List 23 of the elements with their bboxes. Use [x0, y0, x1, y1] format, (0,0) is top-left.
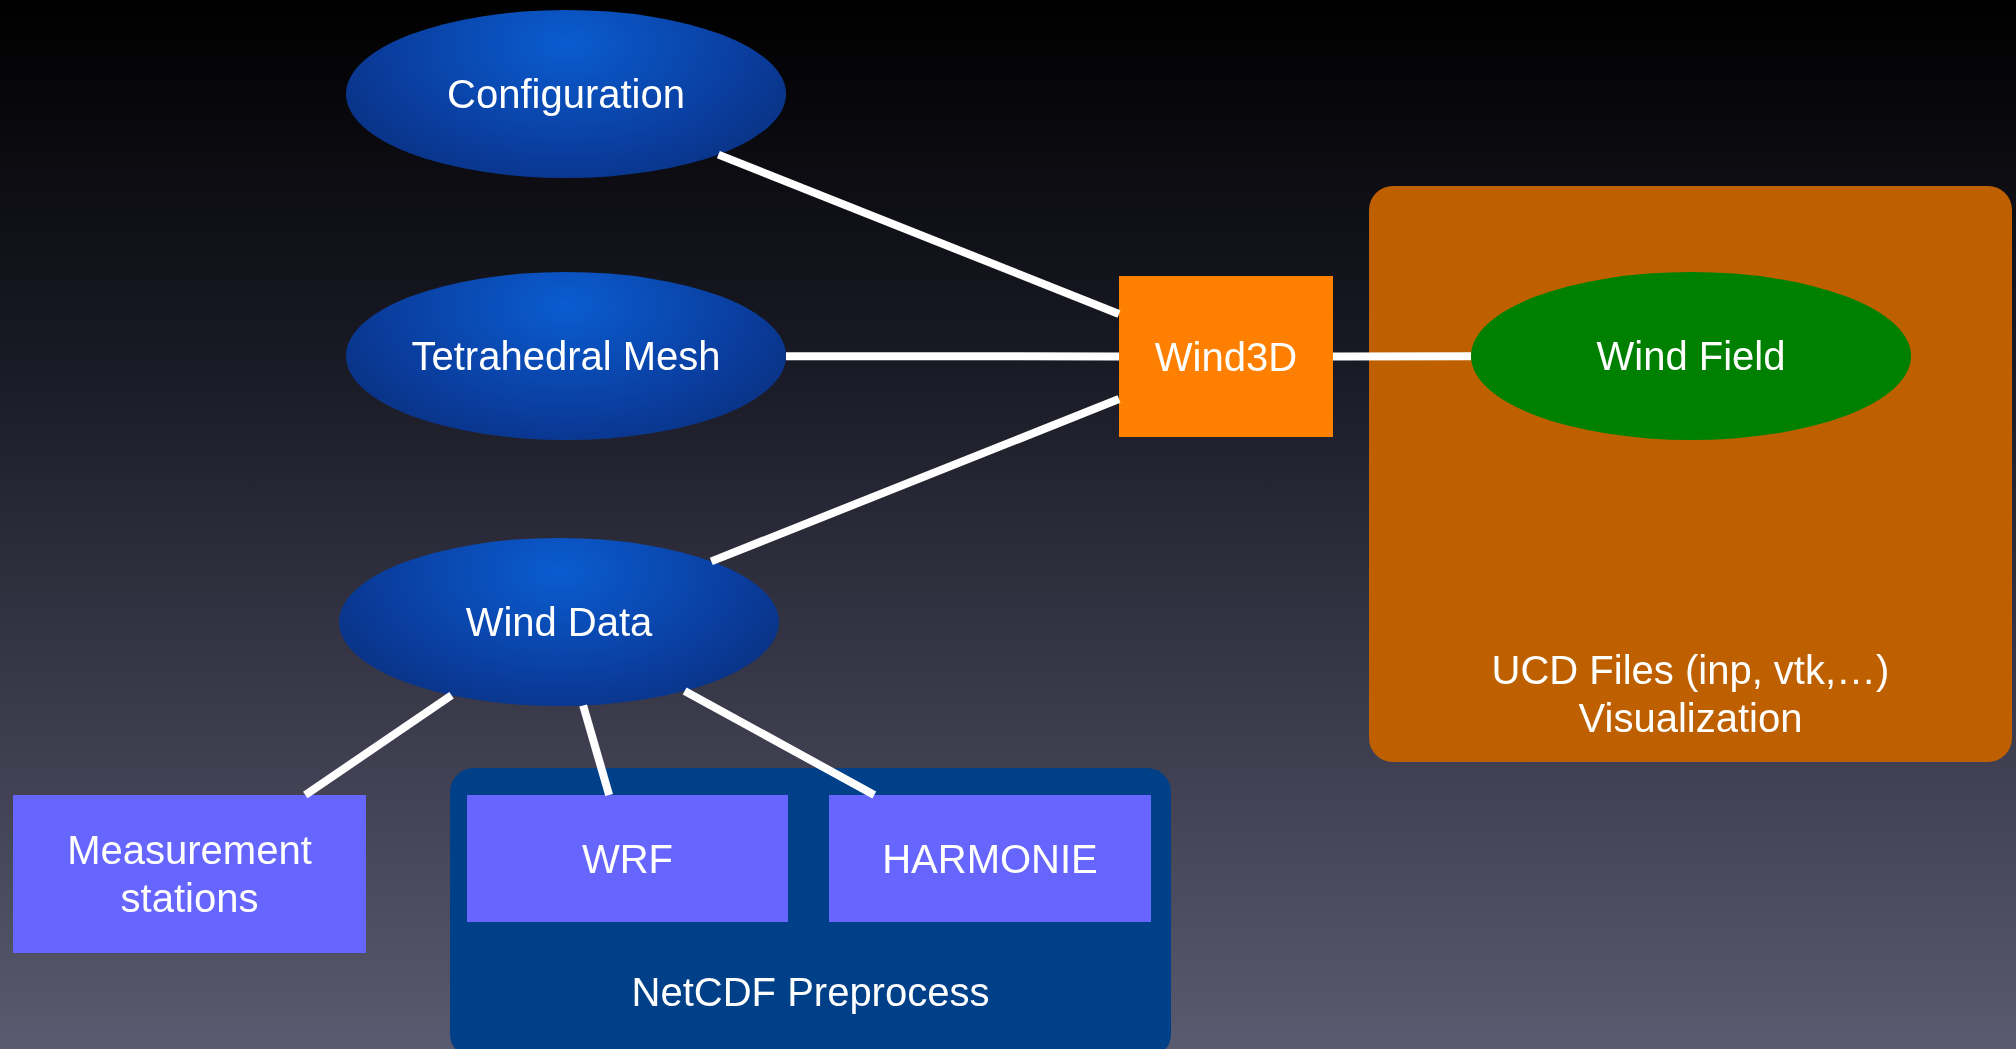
connector-line — [682, 687, 877, 799]
group-panel — [450, 768, 1171, 1049]
connector-line — [303, 692, 454, 799]
node-label: Configuration — [446, 71, 686, 118]
connector-line — [786, 352, 1119, 361]
node-label: Wind Field — [1595, 333, 1787, 380]
node-label: WRF — [580, 835, 675, 883]
node-label: Tetrahedral Mesh — [410, 333, 722, 380]
node-label: Wind3D — [1153, 333, 1299, 381]
node-label: HARMONIE — [881, 835, 1099, 883]
process-box — [1119, 276, 1333, 437]
node-label: Wind Data — [464, 599, 654, 646]
process-box — [13, 795, 366, 953]
group-panel — [1369, 186, 2012, 762]
process-box — [467, 795, 788, 922]
connector-line — [579, 704, 613, 797]
node-label: UCD Files (inp, vtk,…) Visualization — [1490, 647, 1891, 742]
connector-line — [709, 395, 1121, 566]
connector-line — [1333, 352, 1471, 361]
connector-line — [716, 150, 1121, 318]
process-box — [829, 795, 1151, 922]
node-label: Measurement stations — [66, 827, 313, 922]
node-label: NetCDF Preprocess — [630, 969, 991, 1016]
